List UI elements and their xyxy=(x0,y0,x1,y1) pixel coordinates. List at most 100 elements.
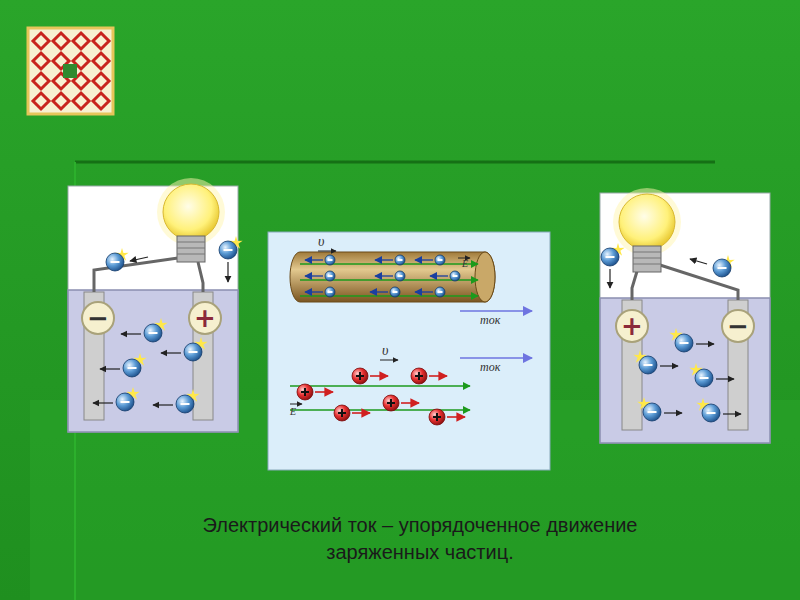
electron xyxy=(395,255,405,265)
charge-sign xyxy=(393,291,398,293)
charge-sign xyxy=(644,364,653,366)
physics-label: E xyxy=(290,406,296,417)
electrode-sign: − xyxy=(721,309,755,343)
electron xyxy=(325,255,335,265)
motion-arrow xyxy=(664,412,682,413)
charge-sign xyxy=(700,377,709,379)
charge-sign xyxy=(189,351,198,353)
motion-arrow xyxy=(723,413,741,414)
ornament-stroke xyxy=(33,73,49,89)
motion-arrow xyxy=(401,402,419,404)
electron xyxy=(123,359,141,377)
motion-arrow xyxy=(100,368,120,369)
motion-arrow xyxy=(370,375,388,377)
motion-arrow xyxy=(429,375,447,377)
charge-sign xyxy=(438,259,443,261)
electron xyxy=(450,271,460,281)
electron xyxy=(106,253,124,271)
motion-arrow xyxy=(415,291,433,292)
charge-sign xyxy=(341,409,343,417)
electrode-sign: + xyxy=(615,309,649,343)
charge-sign xyxy=(121,401,130,403)
charge-sign xyxy=(606,256,615,258)
charge-sign xyxy=(438,291,443,293)
electron xyxy=(184,343,202,361)
electron xyxy=(601,248,619,266)
motion-arrow xyxy=(227,262,228,282)
charge-sign xyxy=(418,372,420,380)
charge-sign xyxy=(328,275,333,277)
electron xyxy=(144,324,162,342)
positive-ion xyxy=(383,395,399,411)
electrode-sign: + xyxy=(188,301,222,335)
motion-arrow xyxy=(447,416,465,418)
electrode-sign: − xyxy=(81,301,115,335)
charge-sign-text: − xyxy=(727,313,749,339)
charge-sign xyxy=(453,275,458,277)
motion-arrow xyxy=(305,291,323,292)
electron xyxy=(219,241,237,259)
charge-sign xyxy=(328,291,333,293)
charge-sign-text: + xyxy=(621,313,643,339)
motion-arrow xyxy=(305,259,323,260)
ornament-stroke xyxy=(93,53,109,69)
motion-arrow xyxy=(660,365,678,366)
charge-sign xyxy=(328,259,333,261)
motion-arrow xyxy=(290,385,470,386)
motion-arrow xyxy=(609,269,610,288)
motion-arrow xyxy=(430,275,448,276)
charge-sign xyxy=(707,412,716,414)
electron xyxy=(116,393,134,411)
ornament-stroke xyxy=(33,93,49,109)
motion-arrow xyxy=(415,259,433,260)
motion-arrow xyxy=(370,291,388,292)
ornament-stroke xyxy=(53,33,69,49)
ornament-stroke xyxy=(73,33,89,49)
charge-sign xyxy=(359,372,361,380)
charge-sign xyxy=(181,403,190,405)
electron xyxy=(643,403,661,421)
motion-arrow xyxy=(375,259,393,260)
positive-ion xyxy=(429,409,445,425)
charge-sign-text: − xyxy=(87,305,109,331)
physics-label: E xyxy=(462,258,468,269)
physics-label: υ xyxy=(318,234,324,250)
motion-arrow xyxy=(93,402,113,403)
charge-sign xyxy=(390,399,392,407)
motion-arrow xyxy=(375,275,393,276)
electron xyxy=(695,369,713,387)
positive-ion xyxy=(411,368,427,384)
physics-label: ток xyxy=(480,313,500,328)
motion-arrow xyxy=(153,404,173,405)
charge-sign xyxy=(304,388,306,396)
ornament-stroke xyxy=(33,33,49,49)
ornament-stroke xyxy=(53,93,69,109)
positive-ion xyxy=(334,405,350,421)
physics-label: υ xyxy=(382,343,388,359)
charge-sign xyxy=(128,367,137,369)
ornament-stroke xyxy=(73,93,89,109)
charge-sign xyxy=(436,413,438,421)
electron xyxy=(325,271,335,281)
charge-sign xyxy=(398,259,403,261)
motion-arrow xyxy=(121,333,141,334)
charge-sign xyxy=(111,261,120,263)
electron xyxy=(395,271,405,281)
motion-arrow xyxy=(161,352,181,353)
ornament-stroke xyxy=(93,73,109,89)
electron xyxy=(390,287,400,297)
charge-sign xyxy=(718,267,727,269)
motion-arrow xyxy=(352,412,370,414)
charge-sign xyxy=(149,332,158,334)
ornament-stroke xyxy=(93,33,109,49)
ornament-stroke xyxy=(93,93,109,109)
caption: Электрический ток – упорядоченное движен… xyxy=(195,512,645,566)
charge-sign xyxy=(680,342,689,344)
electron xyxy=(702,404,720,422)
ornament-center xyxy=(63,64,77,78)
electron xyxy=(713,259,731,277)
motion-arrow xyxy=(690,259,707,264)
motion-arrow xyxy=(716,378,734,379)
electron xyxy=(435,287,445,297)
